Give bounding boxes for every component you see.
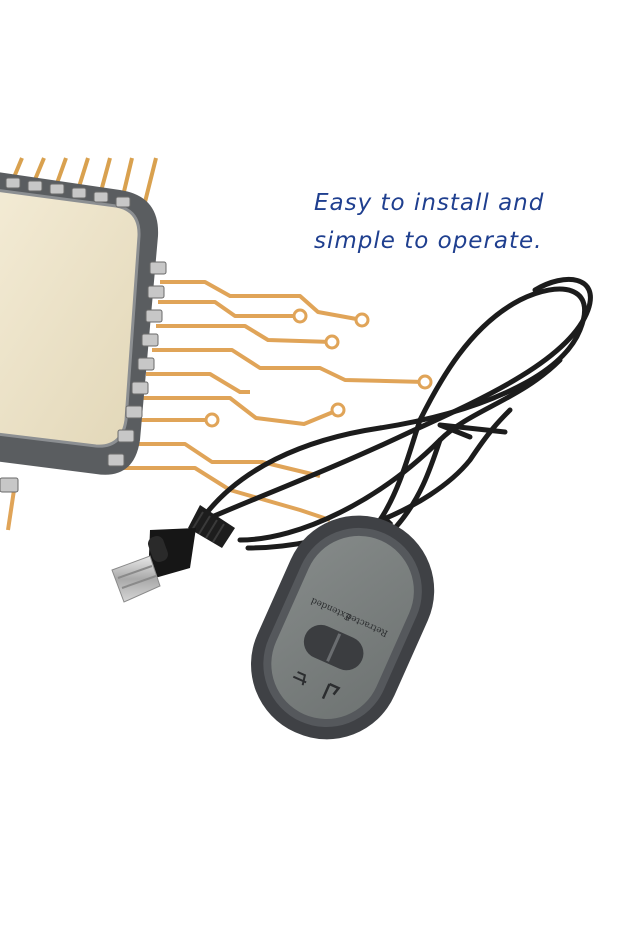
hand-remote: Extended Retracted (251, 515, 435, 740)
circuit-traces (6, 280, 426, 531)
din-plug (111, 505, 235, 603)
headline-line-1: Easy to install and (314, 190, 545, 216)
seat-extend-icon (292, 671, 307, 686)
microchip (0, 172, 167, 493)
headline-line-2: simple to operate. (314, 228, 543, 254)
seat-retract-icon (321, 682, 341, 700)
headline: Easy to install and simple to operate. (314, 184, 614, 260)
trace-pads (204, 308, 433, 428)
cable (202, 276, 593, 551)
